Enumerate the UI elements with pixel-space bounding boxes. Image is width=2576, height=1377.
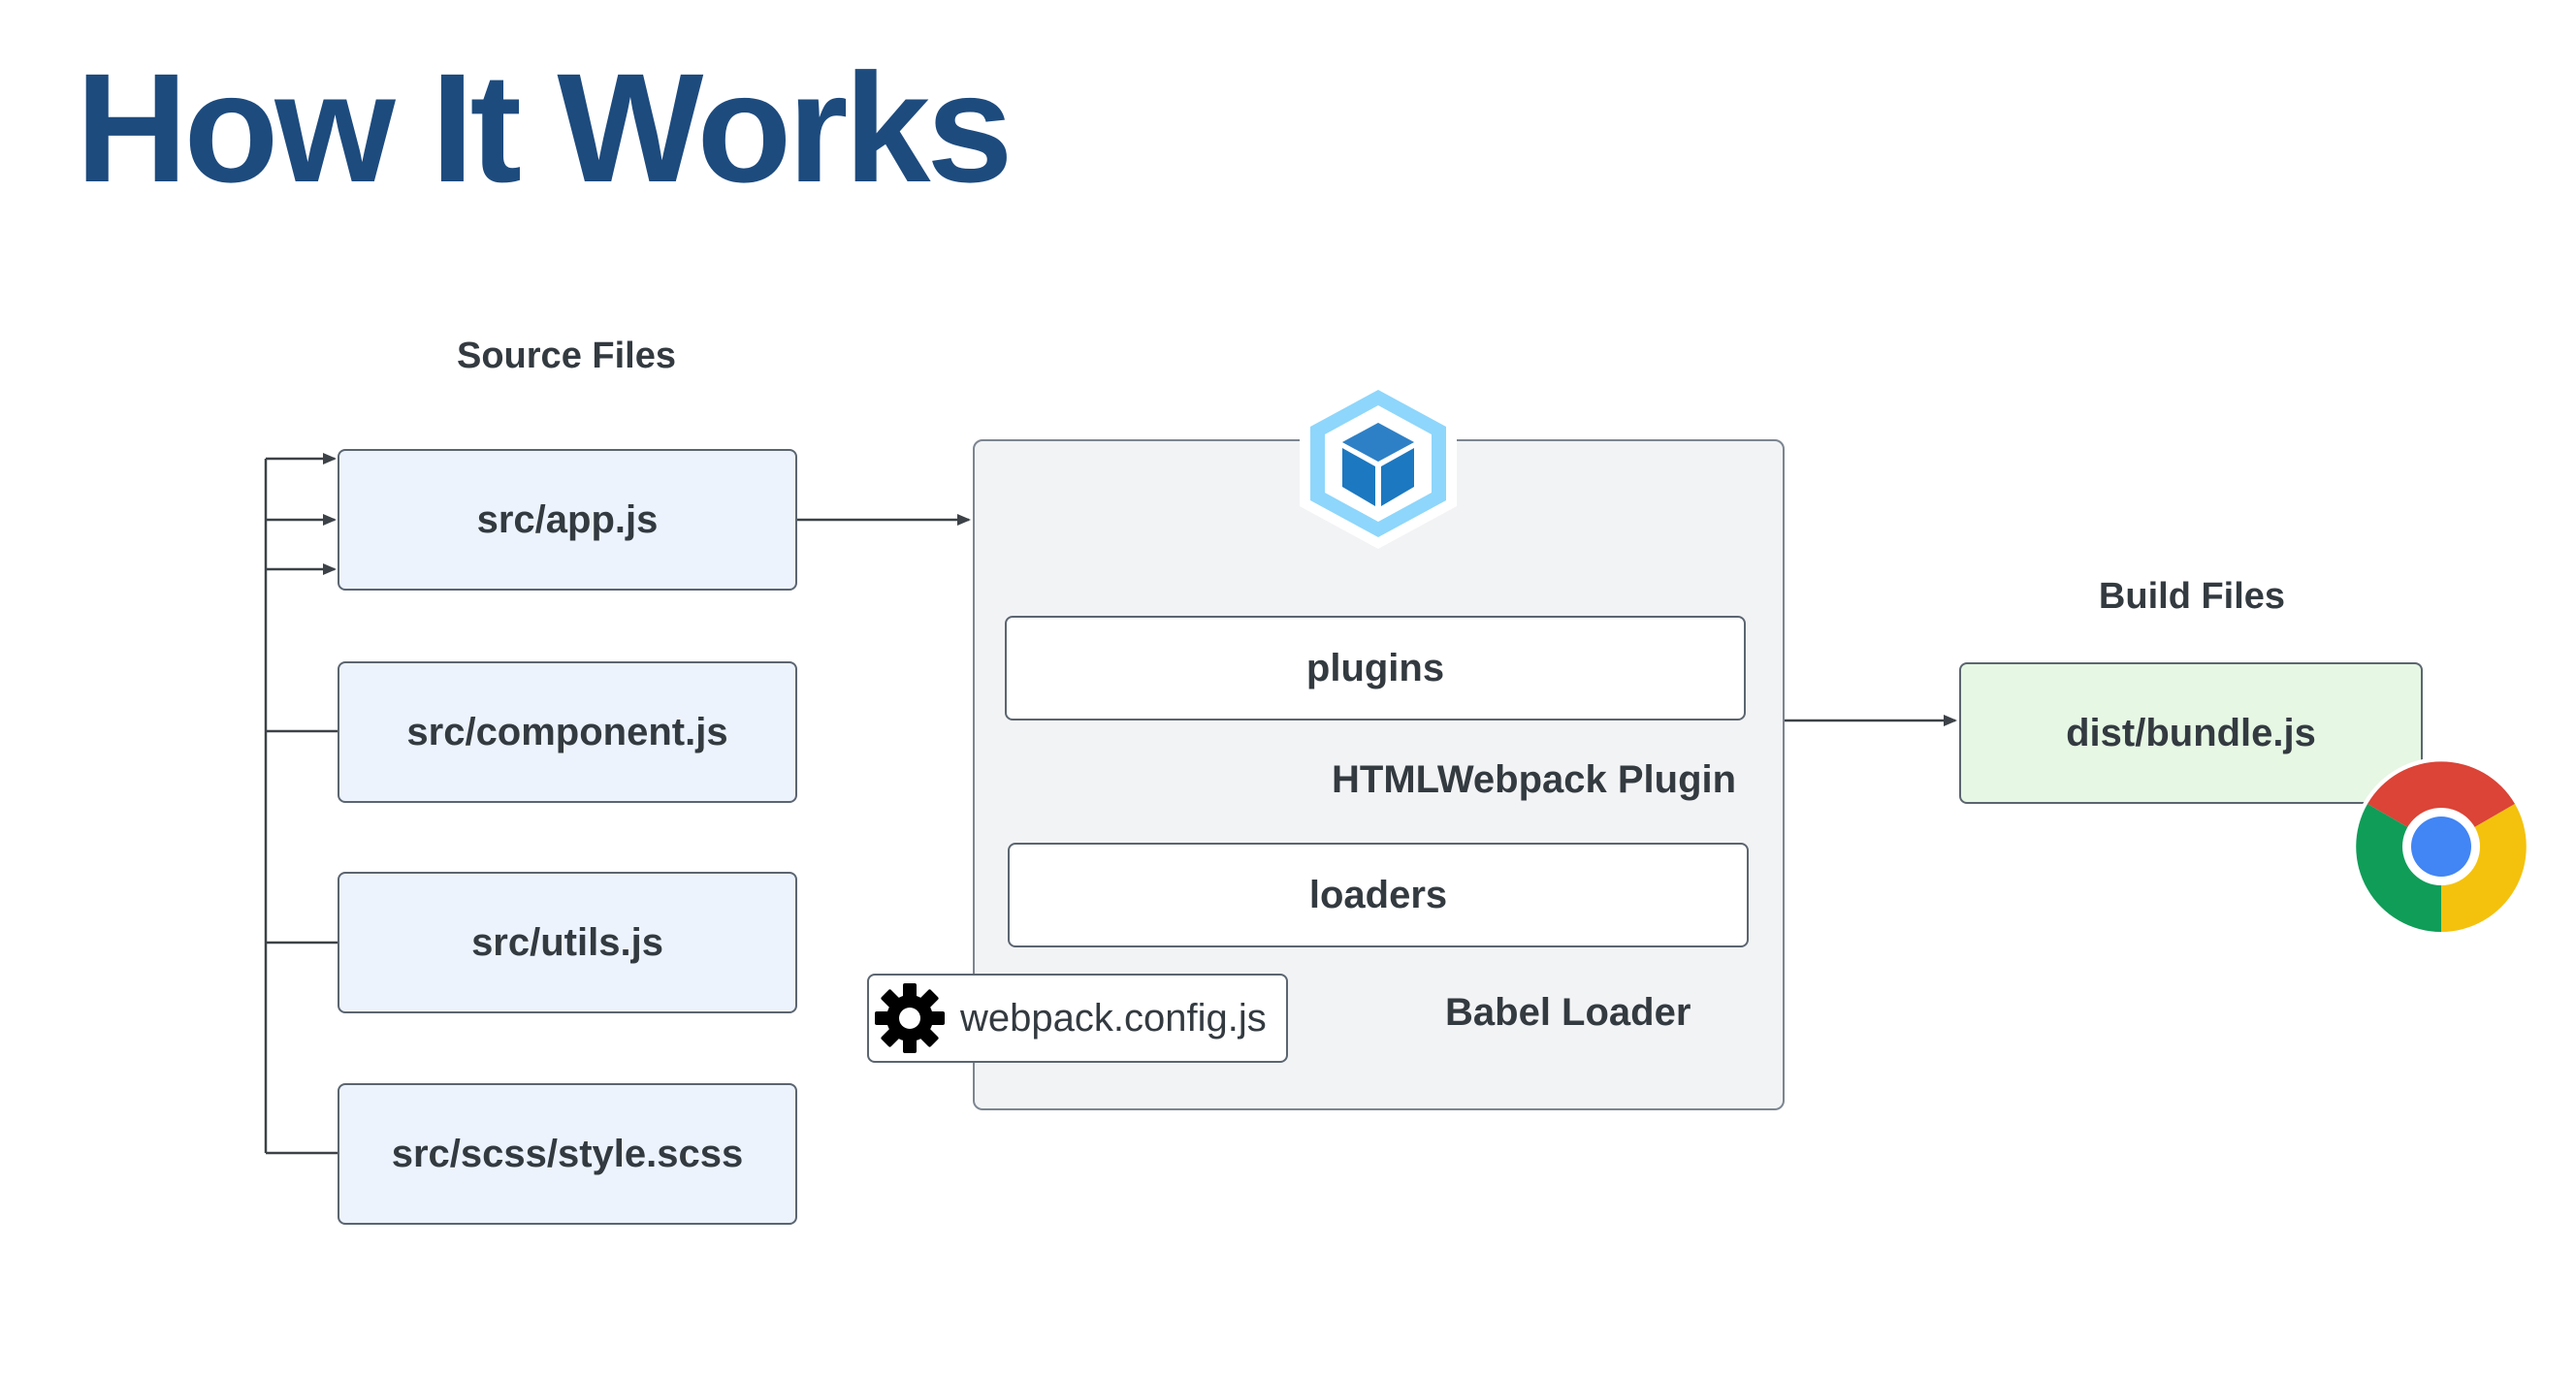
build-file-bundle: dist/bundle.js <box>1959 662 2423 804</box>
source-file-component: src/component.js <box>338 661 797 803</box>
webpack-config-label: webpack.config.js <box>960 996 1267 1040</box>
webpack-cube-icon <box>1300 378 1457 549</box>
build-files-heading: Build Files <box>2098 576 2286 617</box>
page-title: How It Works <box>76 41 1013 214</box>
loaders-box: loaders <box>1008 843 1749 947</box>
gear-icon <box>875 983 945 1053</box>
html-webpack-plugin-label: HTMLWebpack Plugin <box>1332 758 1737 801</box>
babel-loader-label: Babel Loader <box>1445 991 1691 1034</box>
source-file-utils: src/utils.js <box>338 872 797 1013</box>
webpack-config-box: webpack.config.js <box>867 974 1288 1063</box>
plugins-box: plugins <box>1005 616 1746 721</box>
source-file-app: src/app.js <box>338 449 797 591</box>
source-files-heading: Source Files <box>457 336 676 376</box>
source-file-style: src/scss/style.scss <box>338 1083 797 1225</box>
chrome-icon <box>2352 757 2530 936</box>
